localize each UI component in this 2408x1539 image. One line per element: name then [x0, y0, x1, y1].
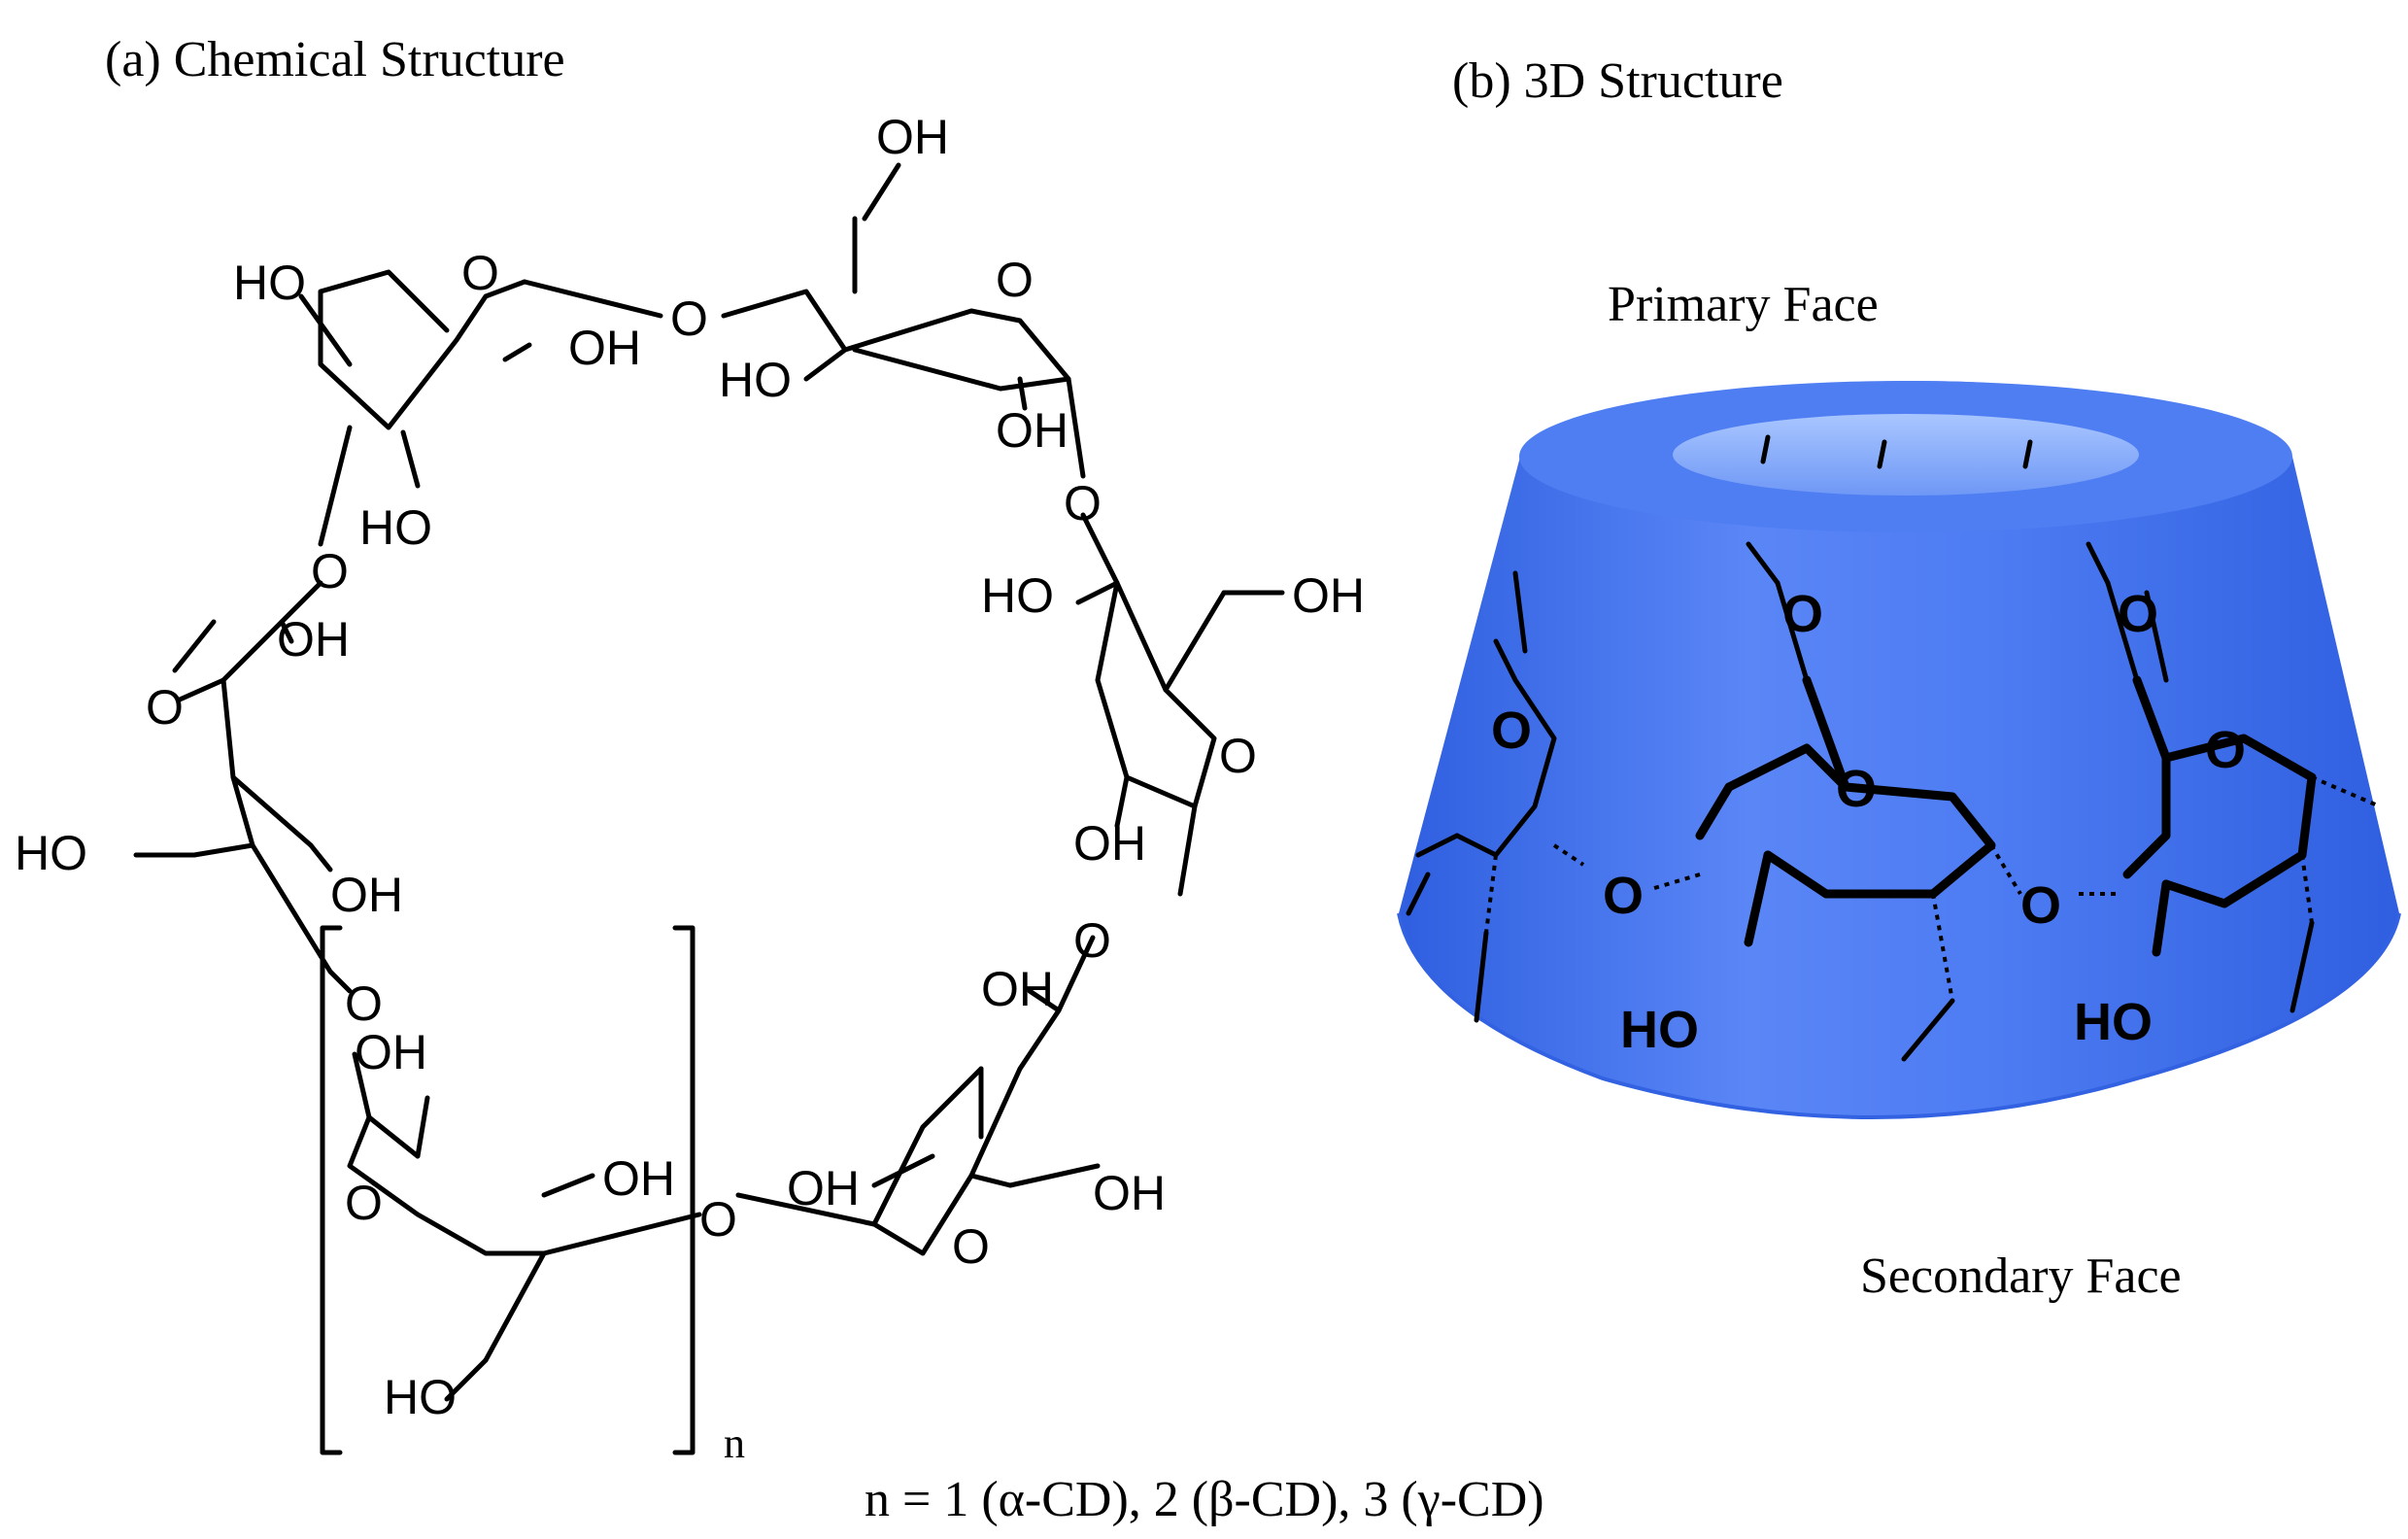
atom-label: O [146, 680, 184, 735]
atom-label: O [2118, 585, 2158, 643]
atom-label: HO [719, 353, 792, 407]
atom-label: OH [568, 321, 641, 375]
atom-label: O [1603, 867, 1644, 925]
atom-label: O [952, 1219, 990, 1274]
cone-molecule-overlay: O O O O O O HO HO O [1406, 434, 2381, 1062]
atom-label: O [996, 253, 1034, 307]
atom-label: O [699, 1192, 737, 1247]
atom-label: HO [233, 256, 306, 310]
truncated-cone [1397, 380, 2401, 1119]
atom-label: OH [1292, 568, 1365, 623]
atom-label: HO [1620, 1001, 1699, 1059]
atom-label: OH [876, 110, 949, 164]
panel-b-3d-structure: (b) 3D Structure Primary Face [1397, 53, 2401, 1304]
atom-label: OH [1093, 1166, 1166, 1220]
atom-labels: OH HO O OH O O HO OH HO O O HO OH OH O O… [15, 110, 1365, 1424]
atom-label: OH [1073, 816, 1146, 871]
panel-a-title: (a) Chemical Structure [105, 32, 565, 87]
atom-label: OH [981, 962, 1054, 1016]
atom-label: O [1491, 701, 1532, 760]
atom-label: O [1782, 585, 1823, 643]
atom-label: OH [330, 868, 403, 922]
atom-label: OH [277, 612, 350, 667]
atom-label: O [1073, 913, 1111, 968]
repeat-bracket [320, 925, 695, 1455]
atom-label: O [345, 1176, 383, 1230]
panel-b-title: (b) 3D Structure [1452, 53, 1783, 109]
atom-label: HO [981, 568, 1054, 623]
atom-label: O [1064, 476, 1102, 530]
atom-label: O [2205, 721, 2246, 779]
atom-label: O [345, 976, 383, 1031]
chemical-structure-bonds [133, 162, 1285, 1402]
atom-label: HO [2074, 993, 2153, 1051]
repeat-index-n: n [724, 1419, 745, 1467]
primary-face-label: Primary Face [1608, 277, 1879, 332]
atom-label: HO [359, 500, 432, 555]
cyclodextrin-size-footnote: n = 1 (α-CD), 2 (β-CD), 3 (γ-CD) [865, 1472, 1544, 1527]
atom-label: O [1219, 729, 1257, 783]
atom-label: O [311, 544, 349, 598]
atom-label: O [461, 246, 499, 300]
atom-label: O [670, 291, 708, 346]
panel-a-chemical-structure: (a) Chemical Structure [15, 32, 1544, 1527]
atom-label: OH [602, 1151, 675, 1206]
atom-label: O [1836, 760, 1877, 818]
atom-label: HO [384, 1370, 457, 1424]
atom-label: OH [355, 1025, 427, 1079]
atom-label: OH [787, 1161, 860, 1215]
atom-label: O [2020, 876, 2061, 935]
cone-cavity [1673, 414, 2139, 496]
atom-label: HO [15, 826, 87, 880]
atom-label: OH [996, 403, 1068, 458]
secondary-face-label: Secondary Face [1860, 1248, 2182, 1304]
